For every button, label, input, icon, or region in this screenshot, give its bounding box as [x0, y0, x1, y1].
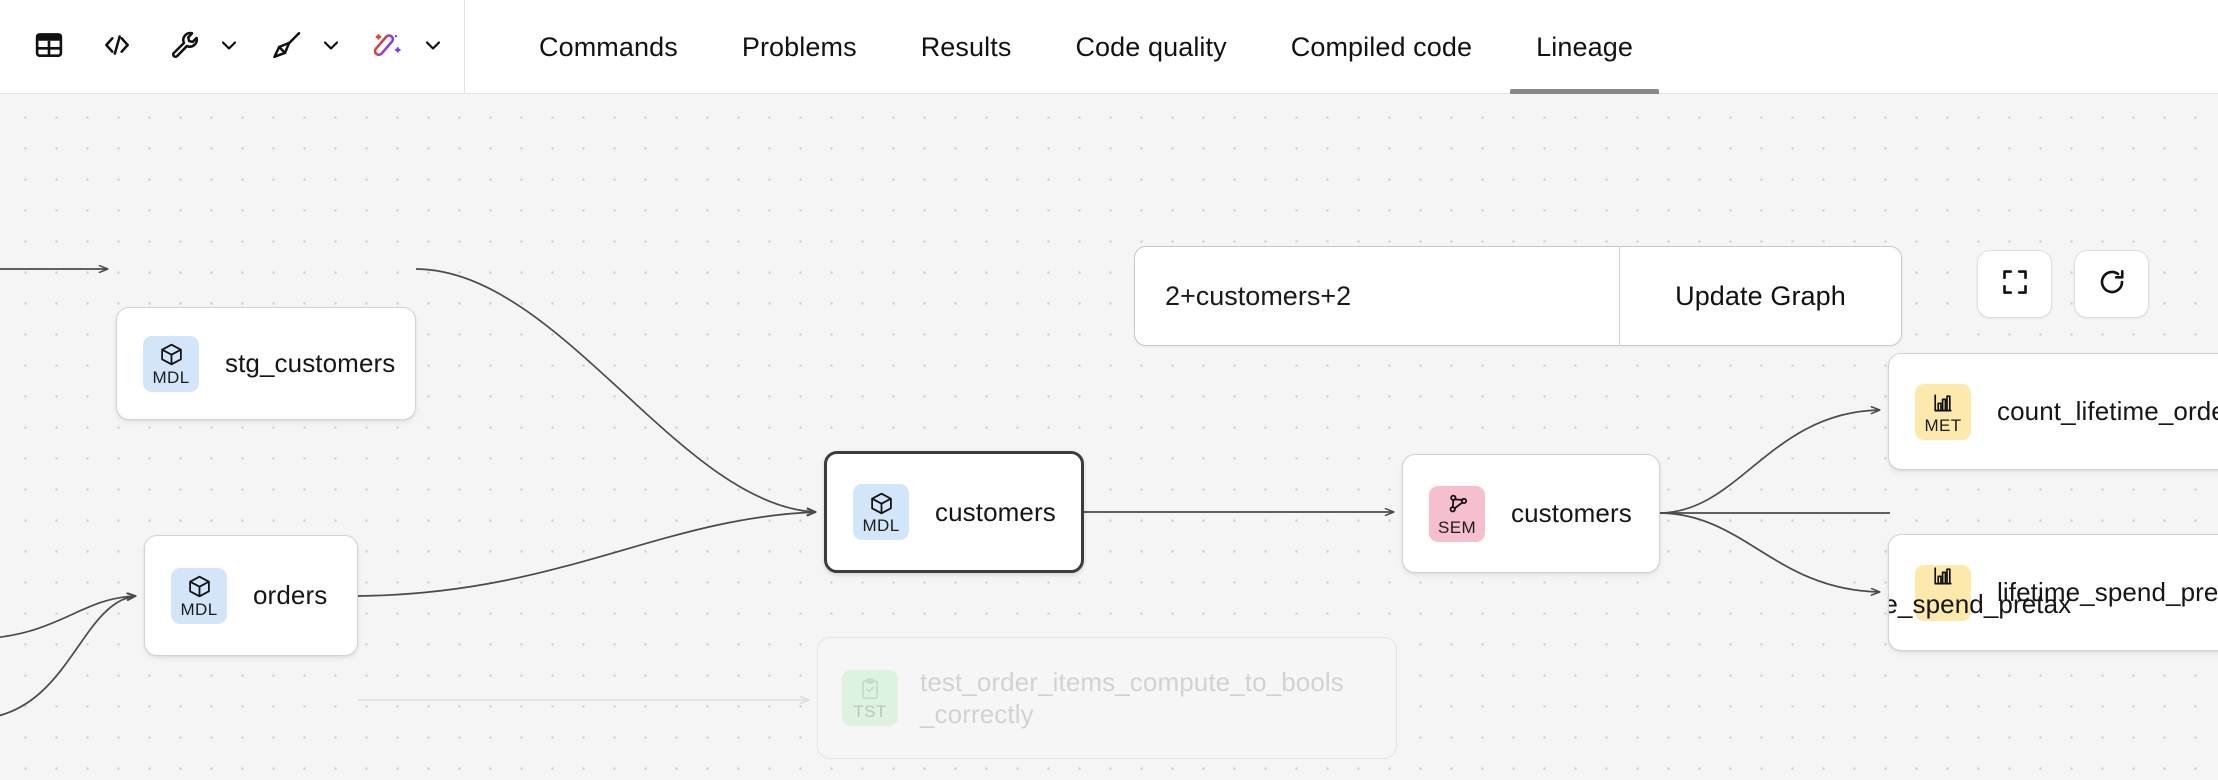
node-type-badge-mdl: MDL	[171, 567, 227, 624]
top-bar: Commands Problems Results Code quality C…	[0, 0, 2218, 94]
node-label: customers	[935, 496, 1056, 527]
reset-button[interactable]	[2074, 250, 2149, 318]
node-label: orders	[253, 580, 328, 611]
tab-label: Lineage	[1536, 31, 1633, 62]
magic-wand-icon	[373, 29, 405, 66]
lineage-node-orders[interactable]: MDL orders	[144, 535, 358, 656]
code-view-button[interactable]	[90, 20, 144, 74]
node-type-badge-mdl: MDL	[853, 484, 909, 540]
badge-code: TST	[853, 702, 887, 721]
lineage-node-test-order-items[interactable]: TST test_order_items_compute_to_bools _c…	[817, 637, 1397, 759]
lineage-node-customers-model[interactable]: MDL customers	[824, 451, 1084, 573]
node-type-badge-tst: TST	[842, 670, 898, 726]
lineage-node-customers-semantic[interactable]: SEM customers	[1402, 454, 1660, 573]
lineage-search-input[interactable]	[1135, 247, 1619, 345]
tab-problems[interactable]: Problems	[710, 0, 889, 94]
node-type-badge-sem: SEM	[1429, 485, 1485, 542]
tab-code-quality[interactable]: Code quality	[1043, 0, 1258, 94]
canvas-controls	[1977, 250, 2149, 318]
node-label: customers	[1511, 498, 1632, 529]
format-button[interactable]	[260, 20, 314, 74]
lineage-node-lifetime-spend-pretax[interactable]: lifetime_spend_pretax lifetime_spend_pre…	[1888, 534, 2218, 651]
badge-code: MDL	[862, 516, 900, 535]
badge-code: MDL	[152, 367, 190, 387]
table-icon	[34, 30, 64, 65]
wrench-icon	[169, 29, 201, 66]
node-type-badge-met: lifetime_spend_pretax	[1889, 564, 2071, 621]
network-icon	[1445, 492, 1470, 518]
tools-button[interactable]	[158, 20, 212, 74]
tab-label: Code quality	[1075, 31, 1227, 62]
chevron-down-icon	[319, 33, 343, 62]
table-view-button[interactable]	[22, 20, 76, 74]
tab-results[interactable]: Results	[889, 0, 1044, 94]
tab-commands[interactable]: Commands	[507, 0, 710, 94]
update-graph-button[interactable]: Update Graph	[1619, 247, 1901, 345]
lineage-node-count-lifetime-orders[interactable]: MET count_lifetime_orders	[1888, 353, 2218, 470]
tools-dropdown-toggle[interactable]	[212, 20, 246, 74]
node-label: count_lifetime_orders	[1997, 396, 2218, 427]
lineage-canvas[interactable]: MDL stg_customers MDL orders	[0, 94, 2218, 780]
tab-label: Commands	[539, 31, 678, 62]
clipboard-check-icon	[858, 676, 882, 702]
ai-assist-button[interactable]	[362, 20, 416, 74]
bar-chart-icon	[1931, 564, 1955, 588]
cube-icon	[159, 342, 184, 368]
node-label: test_order_items_compute_to_bools _corre…	[920, 666, 1344, 730]
fit-view-button[interactable]	[1977, 250, 2052, 318]
cube-icon	[869, 490, 894, 516]
tab-label: Results	[920, 31, 1012, 62]
refresh-icon	[2097, 267, 2127, 302]
tab-lineage[interactable]: Lineage	[1504, 0, 1665, 94]
node-label: lifetime_spend_pretax	[1889, 589, 2072, 620]
badge-code: SEM	[1437, 517, 1477, 537]
lineage-search-bar: Update Graph	[1134, 246, 1902, 346]
broom-icon	[271, 29, 303, 66]
node-type-badge-met: MET	[1915, 383, 1971, 440]
fit-screen-icon	[2000, 267, 2030, 302]
node-label: lifetime_spend_pretax	[1997, 577, 2218, 608]
bar-chart-icon	[1931, 390, 1955, 416]
format-dropdown-toggle[interactable]	[314, 20, 348, 74]
node-label: stg_customers	[225, 348, 396, 379]
badge-code: MDL	[180, 599, 218, 619]
code-brackets-icon	[101, 29, 133, 66]
lineage-node-stg-customers[interactable]: MDL stg_customers	[116, 307, 416, 420]
cube-icon	[187, 574, 212, 600]
tab-label: Problems	[741, 31, 857, 62]
badge-code: MET	[1924, 415, 1962, 435]
chevron-down-icon	[421, 33, 445, 62]
editor-toolbar	[0, 0, 465, 94]
node-type-badge-mdl: MDL	[143, 335, 199, 392]
ai-assist-dropdown-toggle[interactable]	[416, 20, 450, 74]
tab-compiled-code[interactable]: Compiled code	[1259, 0, 1504, 94]
view-tabs: Commands Problems Results Code quality C…	[465, 0, 1665, 94]
tab-label: Compiled code	[1290, 31, 1473, 62]
chevron-down-icon	[217, 33, 241, 62]
